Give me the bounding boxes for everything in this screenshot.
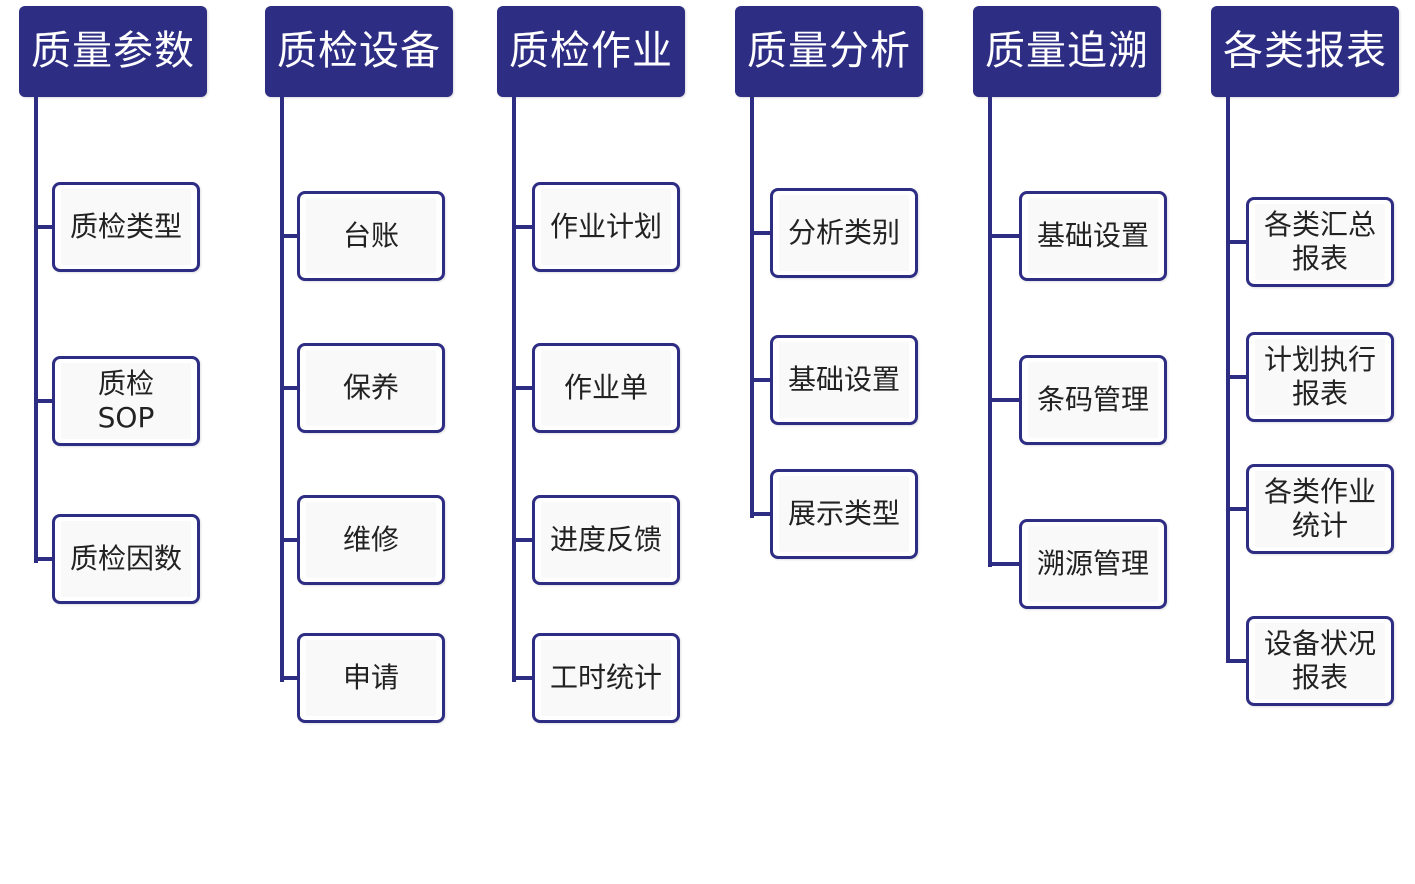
- connector-branch: [512, 676, 532, 680]
- node-box: 基础设置: [770, 335, 918, 425]
- node-label: 各类作业 统计: [1255, 471, 1385, 547]
- node-label: 台账: [306, 198, 436, 274]
- node-box: 作业计划: [532, 182, 680, 272]
- node-label: 溯源管理: [1028, 526, 1158, 602]
- column-header: 质量参数: [19, 6, 207, 97]
- connector-branch: [280, 386, 297, 390]
- column-5: 质量追溯基础设置条码管理溯源管理: [973, 0, 1173, 884]
- node-label: 进度反馈: [541, 502, 671, 578]
- connector-branch: [34, 557, 52, 561]
- connector-branch: [1226, 659, 1246, 663]
- connector-branch: [988, 398, 1019, 402]
- column-3: 质检作业作业计划作业单进度反馈工时统计: [497, 0, 697, 884]
- column-header: 质检作业: [497, 6, 685, 97]
- connector-branch: [280, 676, 297, 680]
- node-box: 溯源管理: [1019, 519, 1167, 609]
- column-header: 质检设备: [265, 6, 453, 97]
- connector-branch: [512, 225, 532, 229]
- connector-branch: [1226, 507, 1246, 511]
- node-box: 质检因数: [52, 514, 200, 604]
- node-box: 展示类型: [770, 469, 918, 559]
- node-box: 计划执行 报表: [1246, 332, 1394, 422]
- node-label: 质检 SOP: [61, 363, 191, 439]
- connector-branch: [750, 512, 770, 516]
- connector-branch: [1226, 375, 1246, 379]
- node-label: 条码管理: [1028, 362, 1158, 438]
- node-box: 作业单: [532, 343, 680, 433]
- node-box: 基础设置: [1019, 191, 1167, 281]
- connector-branch: [34, 399, 52, 403]
- node-box: 申请: [297, 633, 445, 723]
- column-2: 质检设备台账保养维修申请: [265, 0, 465, 884]
- node-box: 保养: [297, 343, 445, 433]
- node-box: 各类汇总 报表: [1246, 197, 1394, 287]
- connector-branch: [512, 386, 532, 390]
- connector-branch: [512, 538, 532, 542]
- node-box: 设备状况 报表: [1246, 616, 1394, 706]
- column-4: 质量分析分析类别基础设置展示类型: [735, 0, 935, 884]
- column-header: 质量追溯: [973, 6, 1161, 97]
- node-label: 基础设置: [779, 342, 909, 418]
- connector-branch: [750, 231, 770, 235]
- connector-branch: [988, 562, 1019, 566]
- node-box: 台账: [297, 191, 445, 281]
- connector-trunk: [988, 97, 992, 567]
- node-label: 各类汇总 报表: [1255, 204, 1385, 280]
- connector-trunk: [750, 97, 754, 518]
- node-box: 各类作业 统计: [1246, 464, 1394, 554]
- node-label: 质检类型: [61, 189, 191, 265]
- node-box: 分析类别: [770, 188, 918, 278]
- column-header: 质量分析: [735, 6, 923, 97]
- node-label: 维修: [306, 502, 436, 578]
- node-label: 计划执行 报表: [1255, 339, 1385, 415]
- node-label: 设备状况 报表: [1255, 623, 1385, 699]
- node-label: 申请: [306, 640, 436, 716]
- connector-trunk: [1226, 97, 1230, 662]
- node-label: 作业单: [541, 350, 671, 426]
- connector-branch: [988, 234, 1019, 238]
- connector-branch: [750, 378, 770, 382]
- column-6: 各类报表各类汇总 报表计划执行 报表各类作业 统计设备状况 报表: [1211, 0, 1411, 884]
- connector-trunk: [34, 97, 38, 563]
- node-label: 基础设置: [1028, 198, 1158, 274]
- node-label: 工时统计: [541, 640, 671, 716]
- connector-branch: [280, 234, 297, 238]
- connector-branch: [1226, 240, 1246, 244]
- node-label: 作业计划: [541, 189, 671, 265]
- connector-branch: [34, 225, 52, 229]
- node-box: 维修: [297, 495, 445, 585]
- node-box: 条码管理: [1019, 355, 1167, 445]
- node-box: 工时统计: [532, 633, 680, 723]
- node-label: 保养: [306, 350, 436, 426]
- column-header: 各类报表: [1211, 6, 1399, 97]
- column-1: 质量参数质检类型质检 SOP 质检因数: [19, 0, 219, 884]
- connector-branch: [280, 538, 297, 542]
- node-box: 质检 SOP: [52, 356, 200, 446]
- node-box: 质检类型: [52, 182, 200, 272]
- node-box: 进度反馈: [532, 495, 680, 585]
- node-label: 展示类型: [779, 476, 909, 552]
- node-label: 质检因数: [61, 521, 191, 597]
- node-label: 分析类别: [779, 195, 909, 271]
